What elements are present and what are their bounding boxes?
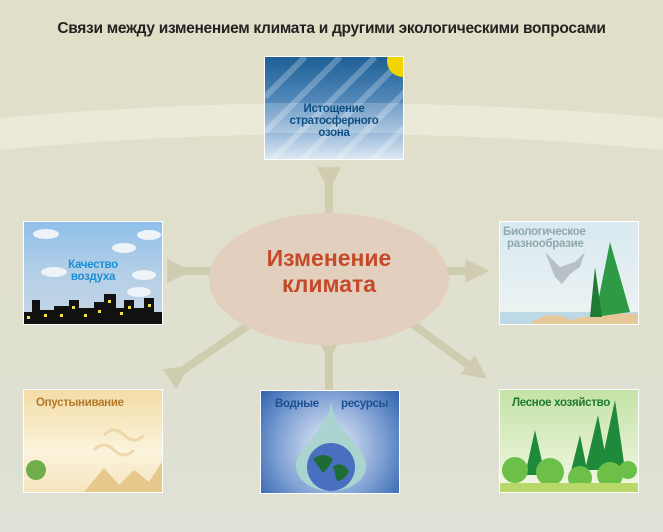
center-ellipse (209, 213, 449, 345)
biodiversity-label-2: разнообразие (507, 238, 584, 250)
air-label-2: воздуха (70, 271, 116, 283)
node-desertification[interactable]: Опустынивание (23, 389, 163, 493)
center-line1: Изменение (266, 245, 392, 271)
center-line2: климата (281, 271, 377, 297)
page-title: Связи между изменением климата и другими… (57, 20, 606, 37)
climate-change-node[interactable]: Изменение климата (209, 245, 449, 297)
sun-icon (387, 57, 403, 77)
water-label-1: Водные (275, 398, 319, 410)
forest-label: Лесное хозяйство (512, 397, 610, 409)
biodiversity-illustration (500, 242, 638, 324)
water-drop-illustration (296, 401, 366, 491)
bird-icon (545, 252, 585, 284)
air-label-1: Качество (68, 259, 118, 271)
ozone-label-3: озона (318, 127, 350, 139)
node-water-resources[interactable]: Водные ресурсы (260, 390, 400, 494)
ozone-label-1: Истощение (303, 103, 365, 115)
water-label-2: ресурсы (341, 398, 389, 410)
desert-label: Опустынивание (36, 397, 124, 409)
desert-illustration (26, 428, 162, 492)
node-air-quality[interactable]: Качество воздуха (23, 221, 163, 325)
globe-icon (307, 443, 355, 491)
ozone-illustration (265, 57, 403, 159)
city-skyline-illustration (24, 229, 162, 324)
forest-illustration (500, 400, 638, 492)
node-forestry[interactable]: Лесное хозяйство (499, 389, 639, 493)
biodiversity-label-1: Биологическое (503, 226, 586, 238)
ozone-label-2: стратосферного (289, 115, 379, 127)
node-biodiversity[interactable]: Биологическое разнообразие (499, 221, 639, 325)
node-ozone-depletion[interactable]: Истощение стратосферного озона (264, 56, 404, 160)
